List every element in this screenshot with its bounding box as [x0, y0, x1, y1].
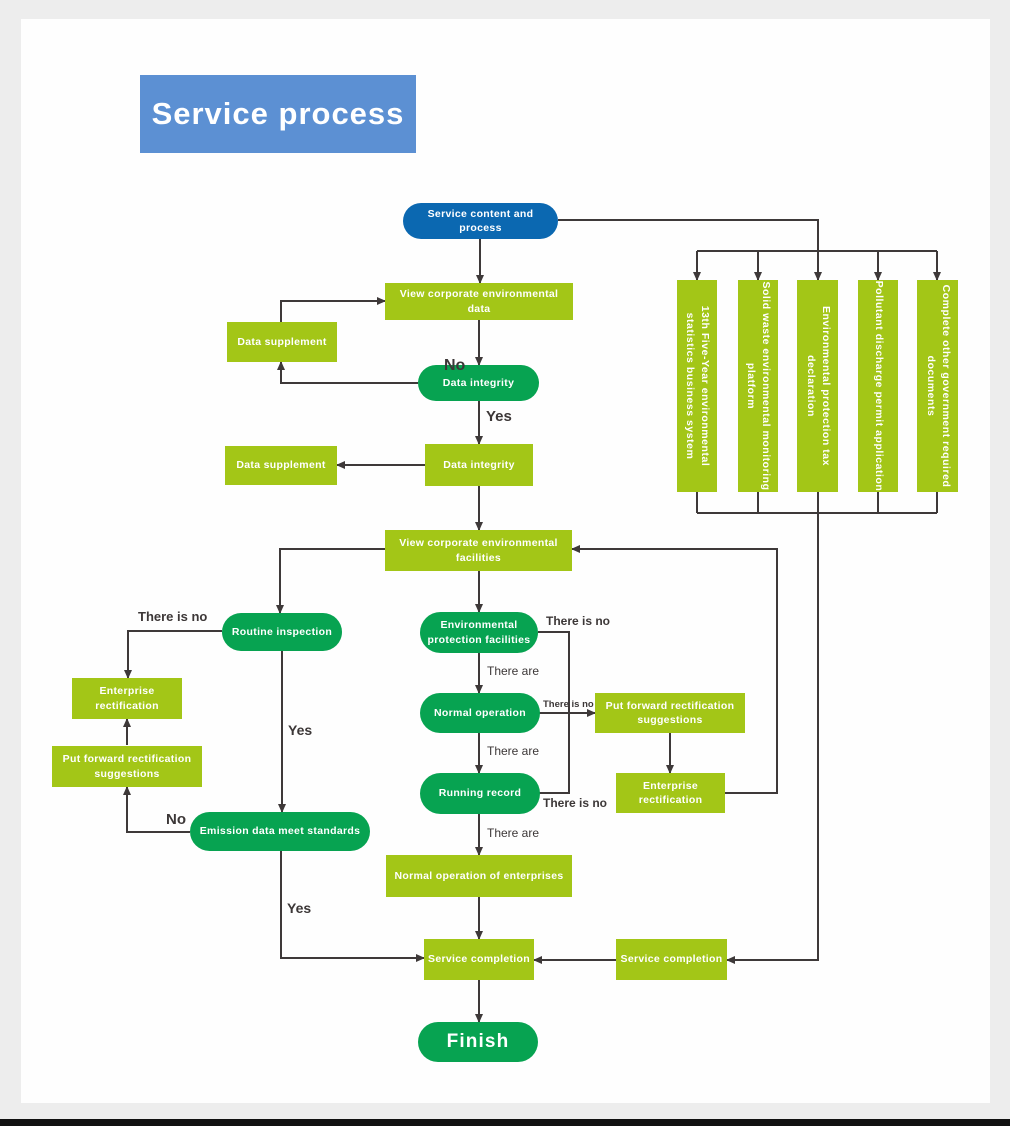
- node-finish: Finish: [418, 1022, 538, 1062]
- edge-label-yes-routine: Yes: [288, 722, 313, 738]
- node-running-record: Running record: [420, 773, 540, 814]
- node-service-completion-2: Service completion: [616, 939, 727, 980]
- node-data-integrity-decision: Data integrity: [418, 365, 539, 401]
- edge-label-there-is-no-normal: There is no: [543, 699, 594, 710]
- vertical-text-5: Complete other government required docum…: [924, 284, 952, 488]
- node-vertical-pollutant-discharge-permit: Pollutant discharge permit application: [858, 280, 898, 492]
- node-enterprise-rectification-left: Enterprise rectification: [72, 678, 182, 719]
- node-emission-data-meet-standards: Emission data meet standards: [190, 812, 370, 851]
- node-view-corporate-environmental-data: View corporate environmental data: [385, 283, 573, 320]
- node-vertical-other-government-documents: Complete other government required docum…: [917, 280, 958, 492]
- node-service-content-and-process: Service content and process: [403, 203, 558, 239]
- edge-label-there-is-no-running: There is no: [543, 796, 608, 810]
- node-put-forward-rectification-right: Put forward rectification suggestions: [595, 693, 745, 733]
- edge-label-yes-emission: Yes: [287, 900, 312, 916]
- node-put-forward-rectification-left: Put forward rectification suggestions: [52, 746, 202, 787]
- node-enterprise-rectification-right: Enterprise rectification: [616, 773, 725, 813]
- page-title: Service process: [140, 75, 416, 153]
- node-environmental-protection-facilities: Environmental protection facilities: [420, 612, 538, 653]
- edge-label-yes-data-integrity: Yes: [486, 408, 512, 425]
- edge-label-there-are-env: There are: [487, 664, 540, 678]
- vertical-text-4: Pollutant discharge permit application: [872, 280, 885, 492]
- edge-label-there-is-no-env: There is no: [546, 614, 611, 628]
- node-normal-operation: Normal operation: [420, 693, 540, 733]
- node-service-completion-1: Service completion: [424, 939, 534, 980]
- edge-label-no-data-integrity: No: [444, 357, 466, 374]
- node-vertical-solid-waste-platform: Solid waste environmental monitoring pla…: [738, 280, 778, 492]
- node-vertical-13th-five-year-system: 13th Five-Year environmental statistics …: [677, 280, 717, 492]
- vertical-text-2: Solid waste environmental monitoring pla…: [745, 281, 773, 491]
- edge-label-there-are-running: There are: [487, 826, 540, 840]
- vertical-text-3: Environmental protection tax declaration: [804, 306, 832, 466]
- vertical-text-1: 13th Five-Year environmental statistics …: [684, 305, 712, 467]
- bottom-bar: [0, 1119, 1010, 1126]
- page-title-text: Service process: [151, 96, 405, 131]
- node-normal-operation-of-enterprises: Normal operation of enterprises: [386, 855, 572, 897]
- node-data-supplement-1: Data supplement: [227, 322, 337, 362]
- edge-label-no-emission: No: [166, 811, 186, 828]
- node-data-supplement-2: Data supplement: [225, 446, 337, 485]
- edge-label-there-is-no-routine: There is no: [138, 609, 208, 624]
- edge-label-there-are-normal: There are: [487, 744, 540, 758]
- node-data-integrity-rect: Data integrity: [425, 444, 533, 486]
- node-vertical-environmental-tax: Environmental protection tax declaration: [797, 280, 838, 492]
- node-routine-inspection: Routine inspection: [222, 613, 342, 651]
- node-view-corporate-environmental-facilities: View corporate environmental facilities: [385, 530, 572, 571]
